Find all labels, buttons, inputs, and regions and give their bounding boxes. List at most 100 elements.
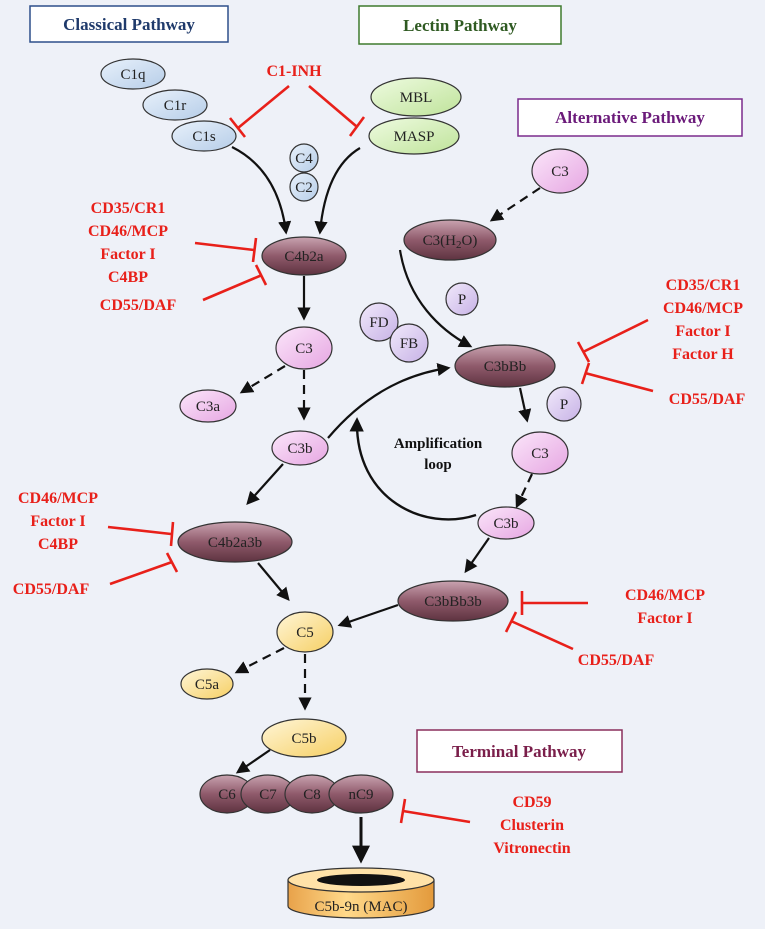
fb-node xyxy=(389,323,429,363)
c3bbb3b-inhibition-lines xyxy=(504,591,588,651)
c3bbb3b-to-c5-arrow xyxy=(337,603,399,628)
c4b2a-node xyxy=(261,236,347,276)
c3bbb-label: C3bBb xyxy=(484,359,527,375)
c5b-to-c6-arrow xyxy=(235,749,271,774)
reg-terminal-1: CD59 xyxy=(512,794,551,811)
fd-label: FD xyxy=(369,315,388,331)
masp-node xyxy=(368,117,460,155)
c5-label: C5 xyxy=(296,625,314,641)
reg-c4b2a3b-3: C4BP xyxy=(38,536,78,553)
c4b2a3b-node xyxy=(177,521,293,563)
reg-terminal-3: Vitronectin xyxy=(493,840,570,857)
fd-node xyxy=(359,302,399,342)
amplification-loop-label-1: Amplification xyxy=(394,436,483,452)
reg-terminal-2: Clusterin xyxy=(500,817,564,834)
masp-label: MASP xyxy=(394,129,435,145)
c4b2a-inhibition-lines xyxy=(194,237,268,302)
reg-c3bbb-2: CD46/MCP xyxy=(663,300,743,317)
fb-label: FB xyxy=(400,336,418,352)
mac-node xyxy=(287,867,435,919)
mac-label: C5b-9n (MAC) xyxy=(315,899,408,915)
c5b-label: C5b xyxy=(291,731,316,747)
c3b-to-c4b2a3b-arrow xyxy=(246,463,284,505)
c2-node xyxy=(289,172,319,202)
c3b-alt-label: C3b xyxy=(493,516,518,532)
nc9-label: nC9 xyxy=(348,787,373,803)
c3-to-c3h2o-arrow xyxy=(489,187,541,222)
nc9-node xyxy=(328,774,394,814)
reg-c3bbb-1: CD35/CR1 xyxy=(666,277,741,294)
lectin-pathway-box xyxy=(358,5,562,45)
reg-c3bbb3b-daf: CD55/DAF xyxy=(578,652,655,669)
reg-c4b2a-daf: CD55/DAF xyxy=(100,297,177,314)
c5a-node xyxy=(180,668,234,700)
c4-label: C4 xyxy=(295,151,313,167)
c2-label: C2 xyxy=(295,180,313,196)
classical-pathway-title: Classical Pathway xyxy=(63,15,195,34)
reg-c4b2a-3: Factor I xyxy=(100,246,155,263)
p-lower-label: P xyxy=(560,397,568,413)
c4b2a3b-to-c5-arrow xyxy=(257,562,290,602)
c3b-to-c3bbb3b-arrow xyxy=(464,537,490,574)
reg-c4b2a-2: CD46/MCP xyxy=(88,223,168,240)
p-lower-node xyxy=(546,386,582,422)
c3-to-c3a-arrow xyxy=(239,365,286,394)
c5a-label: C5a xyxy=(195,677,220,693)
p-top-label: P xyxy=(458,292,466,308)
c3a-node xyxy=(179,389,237,423)
c4-node xyxy=(289,143,319,173)
c3-classical-label: C3 xyxy=(295,341,313,357)
p-top-node xyxy=(445,282,479,316)
terminal-inhibition-lines xyxy=(399,798,471,824)
c5-node xyxy=(276,611,334,653)
c3-alt-node xyxy=(511,431,569,475)
mbl-node xyxy=(370,77,462,117)
c3-to-c3b-alt-arrow xyxy=(515,473,533,509)
c1q-node xyxy=(100,58,166,90)
reg-c4b2a3b-2: Factor I xyxy=(30,513,85,530)
classical-pathway-box xyxy=(29,5,229,43)
reg-c3bbb3b-2: Factor I xyxy=(637,610,692,627)
c5-to-c5a-arrow xyxy=(234,647,285,674)
c5b-node xyxy=(261,718,347,758)
c3a-label: C3a xyxy=(196,399,221,415)
reg-c3bbb3b-1: CD46/MCP xyxy=(625,587,705,604)
reg-c3bbb-daf: CD55/DAF xyxy=(669,391,746,408)
alternative-pathway-box xyxy=(517,98,743,137)
c8-label: C8 xyxy=(303,787,321,803)
c4b2a-label: C4b2a xyxy=(284,249,324,265)
c1s-node xyxy=(171,120,237,152)
c3b-to-c3bbb-arrow xyxy=(327,362,451,439)
c3-alt-top-node xyxy=(531,148,589,194)
terminal-pathway-box xyxy=(416,729,623,773)
c3h2o-to-c3bbb-arrow xyxy=(398,249,473,348)
c3b-classical-label: C3b xyxy=(287,441,312,457)
c3bbb-inhibition-lines xyxy=(576,318,654,393)
c3b-alt-node xyxy=(477,506,535,540)
c4b2a3b-label: C4b2a3b xyxy=(208,535,262,551)
alternative-pathway-title: Alternative Pathway xyxy=(555,108,705,127)
c1r-node xyxy=(142,89,208,121)
c4b2a3b-inhibition-lines xyxy=(107,521,179,586)
amplification-loop-label-2: loop xyxy=(424,457,452,473)
c3b-classical-node xyxy=(271,430,329,466)
c1-inh-label: C1-INH xyxy=(266,63,322,80)
c1s-label: C1s xyxy=(192,129,216,145)
reg-c3bbb-3: Factor I xyxy=(675,323,730,340)
reg-c4b2a3b-1: CD46/MCP xyxy=(18,490,98,507)
c3bbb-node xyxy=(454,344,556,388)
reg-c3bbb-4: Factor H xyxy=(672,346,734,363)
amplification-loop-arrow xyxy=(349,417,477,521)
c3bbb3b-label: C3bBb3b xyxy=(424,594,482,610)
c3-classical-node xyxy=(275,326,333,370)
c3h2o-label: C3(H2O) xyxy=(423,233,478,251)
c3-alt-label: C3 xyxy=(531,446,549,462)
reg-c4b2a-1: CD35/CR1 xyxy=(91,200,166,217)
c3bbb-to-c3-arrow xyxy=(518,387,532,423)
mbl-label: MBL xyxy=(400,90,433,106)
reg-c4b2a3b-daf: CD55/DAF xyxy=(13,581,90,598)
c3bbb3b-node xyxy=(397,580,509,622)
reg-c4b2a-4: C4BP xyxy=(108,269,148,286)
